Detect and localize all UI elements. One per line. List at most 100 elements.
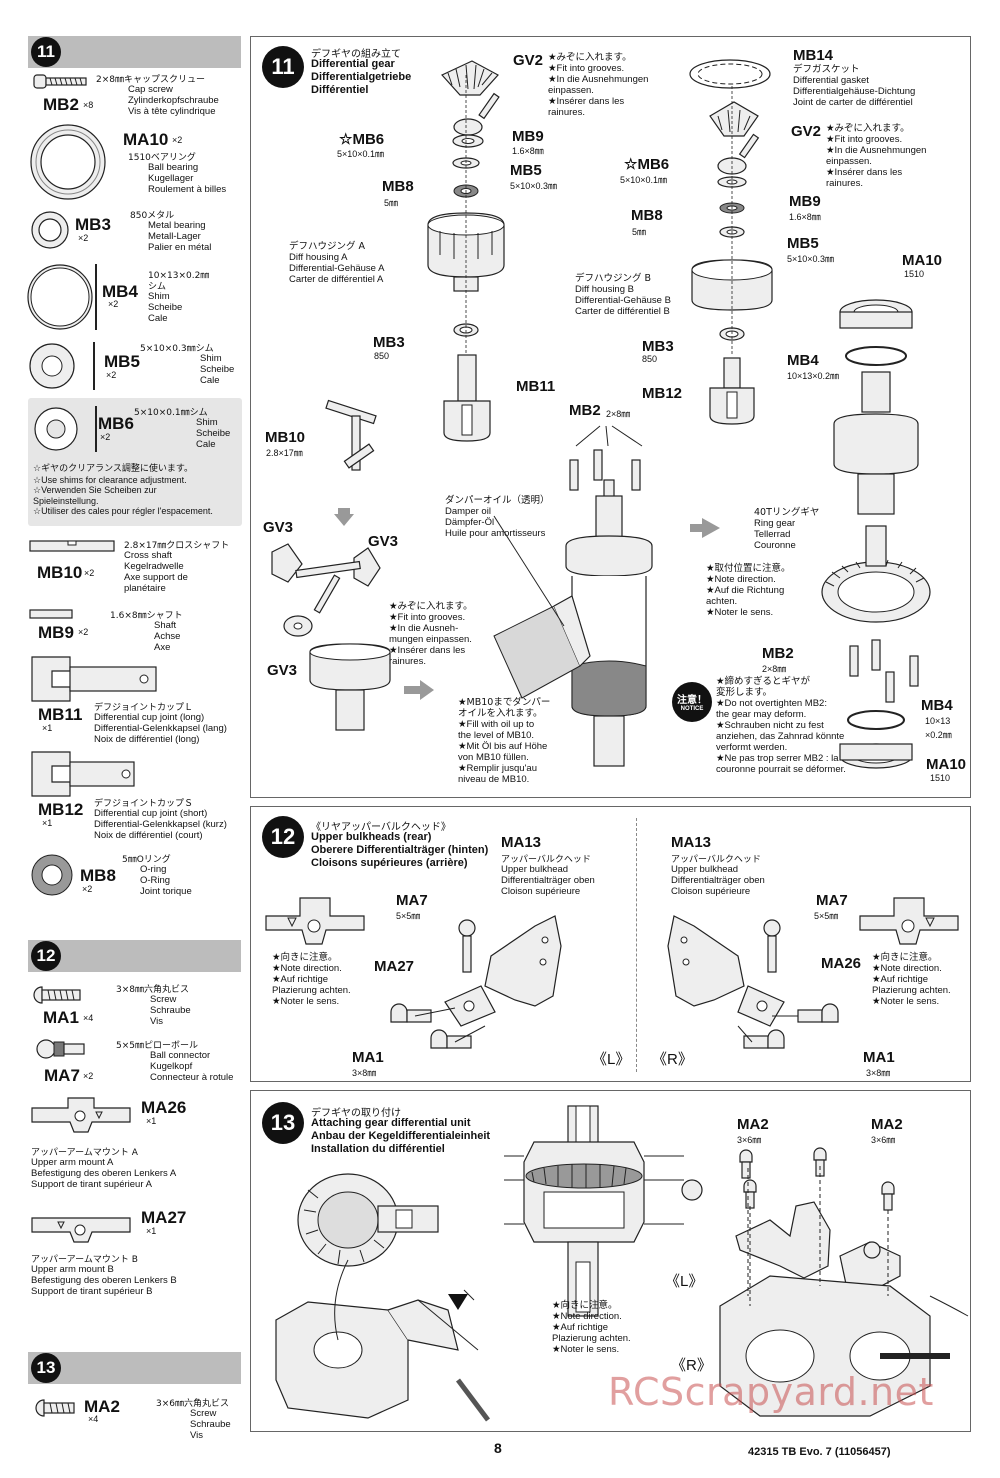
label-ma2-size: 3×6㎜ (737, 1135, 762, 1145)
label-ma7-size: 5×5㎜ (396, 911, 421, 921)
part-id: MB10 (37, 563, 83, 582)
step-number-badge: 12 (31, 941, 61, 971)
label-ma10-size: 1510 (904, 269, 925, 279)
part-qty: ×4 (88, 1414, 99, 1424)
step-number-badge: 13 (262, 1102, 304, 1144)
part-id: MA7 (44, 1066, 80, 1085)
label-ma1: MA1 (863, 1049, 895, 1066)
part-jp-name: 5㎜Oリング (122, 855, 171, 865)
label-right: 《R》 (671, 1357, 712, 1374)
step12-panel (250, 806, 971, 1082)
part-qty: ×2 (172, 135, 183, 145)
part-jp-name: 1.6×8㎜シャフト (110, 611, 183, 621)
part-id: MB3 (75, 215, 111, 234)
label-mb9: MB9 (789, 193, 821, 210)
label-ma7: MA7 (816, 892, 848, 909)
label-mb2: MB2 (762, 645, 794, 662)
step-title-jp: デフギヤの組み立て (311, 49, 401, 60)
shim-icon (27, 264, 97, 330)
label-ma10-size: 1510 (930, 773, 951, 783)
part-jp-name: デフジョイントカップＳ (94, 799, 194, 809)
metal-bearing-icon (31, 211, 69, 249)
step-number-badge: 13 (31, 1353, 61, 1383)
part-qty: ×2 (78, 627, 89, 637)
upper-arm-mount-icon (265, 897, 365, 945)
label-ma7: MA7 (396, 892, 428, 909)
down-arrow-icon (334, 508, 354, 526)
label-mb5: MB5 (787, 235, 819, 252)
label-mb8: MB8 (631, 207, 663, 224)
step-number-badge: 11 (262, 46, 304, 88)
label-gv3: GV3 (267, 662, 298, 679)
o-ring-icon (31, 854, 73, 896)
label-mb4: MB4 (787, 352, 819, 369)
label-right: 《R》 (652, 1051, 693, 1068)
groove-note: ★みぞに入れます。★Fit into grooves.★In die Ausne… (548, 52, 649, 118)
cross-shaft-diagram (325, 399, 377, 471)
label-mb3: MB3 (642, 338, 674, 355)
label-mb10: MB10 (265, 429, 306, 446)
cup-joint-long-icon (31, 656, 157, 702)
part-jp-name: 3×6㎜六角丸ビス (156, 1399, 229, 1409)
label-mb5-size: 5×10×0.3㎜ (510, 181, 558, 191)
part-jp-name: 10×13×0.2㎜ (148, 271, 210, 281)
label-mb2-size: 2×8㎜ (606, 409, 631, 419)
part-qty: ×1 (42, 723, 53, 733)
part-jp-name: 850メタル (130, 211, 175, 221)
part-id: MA26 (141, 1098, 187, 1117)
step-number-badge: 12 (262, 816, 304, 858)
diff-install-diagram (275, 1173, 490, 1422)
label-mb4: MB4 (921, 697, 953, 714)
part-id: MB2 (43, 95, 79, 114)
label-gv2: GV2 (513, 52, 544, 69)
part-id: MB8 (80, 866, 116, 885)
label-ma13: MA13 (671, 834, 712, 851)
label-mb6: ☆MB6 (339, 131, 385, 148)
label-mb3-size: 850 (642, 354, 658, 364)
part-jp-name: 2×8㎜キャップスクリュー (96, 75, 205, 85)
label-mb3-size: 850 (374, 351, 390, 361)
model-code: 42315 TB Evo. 7 (11056457) (748, 1446, 891, 1458)
ball-bearing-icon (30, 124, 106, 200)
label-mb5-size: 5×10×0.3㎜ (787, 254, 835, 264)
label-ma1-size: 3×8㎜ (352, 1068, 377, 1078)
part-jp-name: 2.8×17㎜クロスシャフト (124, 541, 230, 551)
label-ma2-size: 3×6㎜ (871, 1135, 896, 1145)
sidebar-step11-header (28, 36, 241, 68)
label-ma2: MA2 (871, 1116, 903, 1133)
fill-oil-note: ★MB10までダンパーオイルを入れます。★Fill with oil up to… (458, 697, 551, 785)
diff-a-exploded-diagram (427, 60, 505, 442)
label-mb6: ☆MB6 (624, 156, 670, 173)
label-ma26: MA26 (821, 955, 862, 972)
bulkhead-right-diagram (667, 915, 839, 1049)
label-left: 《L》 (592, 1051, 631, 1068)
label-ma27: MA27 (374, 958, 415, 975)
watermark: RCScrapyard.net (608, 1370, 934, 1414)
step-title-jp: デフギヤの取り付け (311, 1108, 401, 1119)
part-names: Differential cup joint (short)Differenti… (94, 808, 227, 841)
part-qty: ×1 (146, 1116, 157, 1126)
part-qty: ×1 (146, 1226, 157, 1236)
step-title: Upper bulkheads (rear)Oberere Differenti… (311, 831, 489, 869)
part-id: MB5 (104, 352, 140, 371)
lr-divider (636, 818, 637, 1072)
groove-note: ★みぞに入れます。★Fit into grooves.★In die Ausne… (826, 123, 927, 189)
part-jp-name: 5×5㎜ピローボール (116, 1041, 198, 1051)
ball-connector-icon (36, 1039, 85, 1059)
shim-icon (34, 406, 97, 452)
